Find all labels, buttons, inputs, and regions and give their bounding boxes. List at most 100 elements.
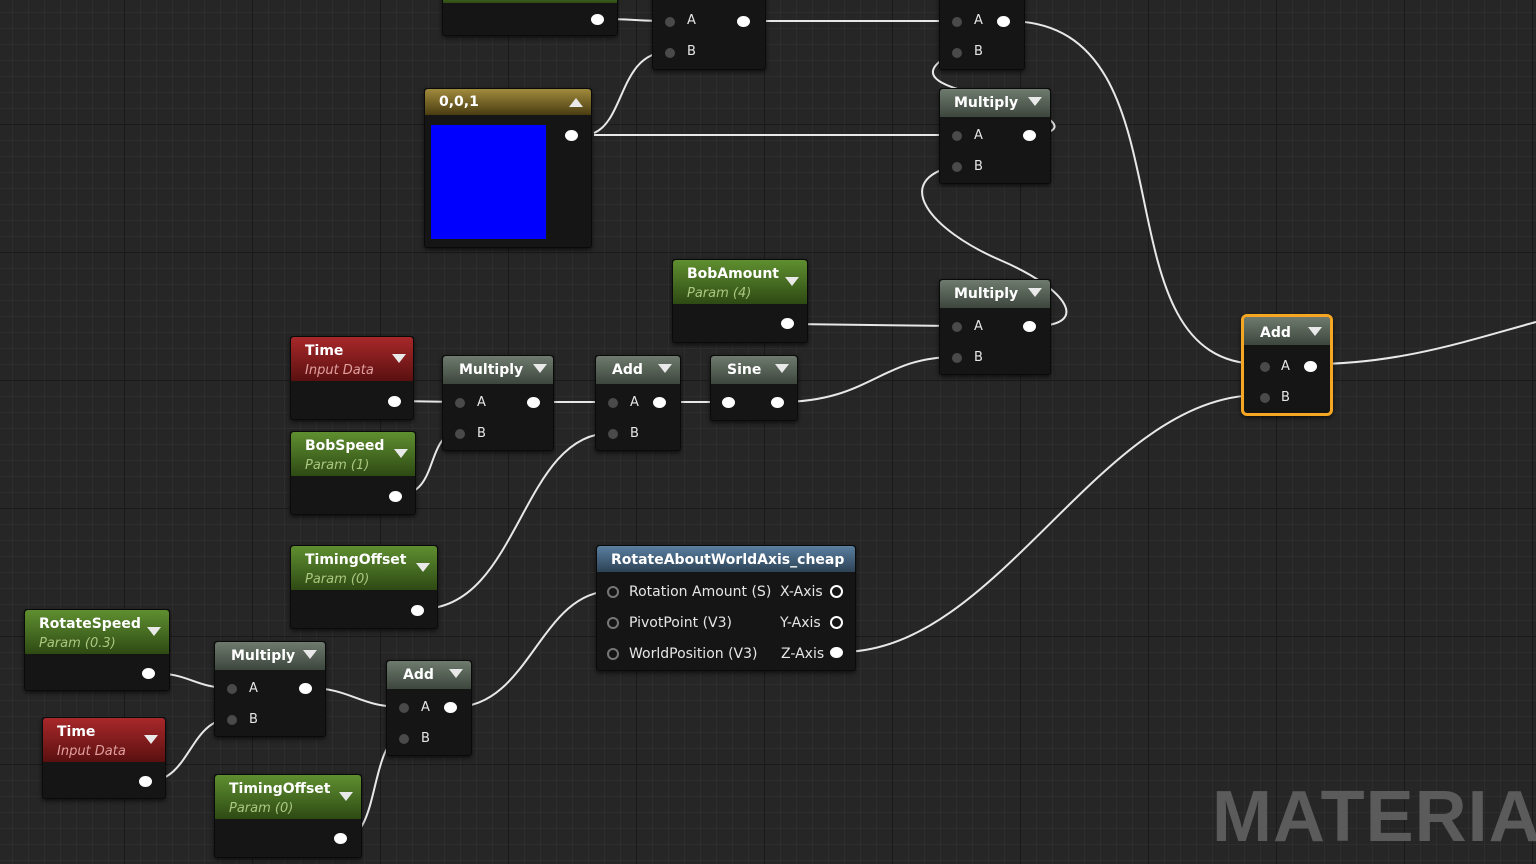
output-pin[interactable] xyxy=(389,491,402,502)
input-pin-a[interactable] xyxy=(455,398,465,408)
node-subtitle: Param (4) xyxy=(687,286,752,301)
node-subtitle: Input Data xyxy=(305,363,374,378)
node-timing-offset-lower[interactable]: TimingOffset Param (0) xyxy=(214,774,362,858)
dropdown-arrow-icon[interactable] xyxy=(775,364,789,373)
output-pin[interactable] xyxy=(388,396,401,407)
node-color-constant[interactable]: 0,0,1 xyxy=(424,88,592,248)
node-timing-offset-upper[interactable]: TimingOffset Param (0) xyxy=(290,545,438,629)
input-pin-b[interactable] xyxy=(399,734,409,744)
dropdown-arrow-icon[interactable] xyxy=(1028,288,1042,297)
dropdown-arrow-icon[interactable] xyxy=(416,563,430,572)
dropdown-arrow-icon[interactable] xyxy=(303,650,317,659)
output-pin[interactable] xyxy=(444,702,457,713)
input-pin-a[interactable] xyxy=(952,322,962,332)
input-pin-a[interactable] xyxy=(399,703,409,713)
input-pin-a[interactable] xyxy=(1260,362,1270,372)
node-add-lower[interactable]: Add A B xyxy=(386,660,472,756)
pin-label-b: B xyxy=(974,159,983,174)
output-pin[interactable] xyxy=(737,16,750,27)
node-multiply-time[interactable]: Multiply A B xyxy=(442,355,554,451)
node-subtitle: Param (0.3) xyxy=(39,636,116,651)
output-pin[interactable] xyxy=(1304,361,1317,372)
node-title: TimingOffset xyxy=(305,552,407,568)
node-header xyxy=(597,546,855,572)
node-title: Time xyxy=(57,724,96,740)
dropdown-arrow-icon[interactable] xyxy=(144,735,158,744)
pin-label-a: A xyxy=(249,681,258,696)
input-pin-a[interactable] xyxy=(952,131,962,141)
node-title: Multiply xyxy=(231,648,296,664)
output-pin[interactable] xyxy=(142,668,155,679)
node-rotate-about-world-axis[interactable]: RotateAboutWorldAxis_cheap Rotation Amou… xyxy=(596,545,856,671)
dropdown-arrow-icon[interactable] xyxy=(392,354,406,363)
input-pin-a[interactable] xyxy=(665,17,675,27)
pin-label-a: A xyxy=(1281,359,1290,374)
output-pin[interactable] xyxy=(565,130,578,141)
input-pin-a[interactable] xyxy=(608,398,618,408)
input-pin-b[interactable] xyxy=(1260,393,1270,403)
node-title: RotateSpeed xyxy=(39,616,141,632)
input-label-rotation: Rotation Amount (S) xyxy=(629,584,772,600)
output-pin-y[interactable] xyxy=(830,616,843,629)
input-pin-a[interactable] xyxy=(227,684,237,694)
wire-bob-to-multiply xyxy=(791,323,956,327)
input-pin[interactable] xyxy=(722,397,735,408)
output-pin[interactable] xyxy=(334,833,347,844)
output-pin[interactable] xyxy=(1023,321,1036,332)
node-title: Add xyxy=(403,667,434,683)
node-title: BobAmount xyxy=(687,266,779,282)
node-add-final[interactable]: Add A B xyxy=(1241,314,1333,416)
node-time-upper[interactable]: Time Input Data xyxy=(290,336,414,420)
output-pin-z[interactable] xyxy=(830,647,843,658)
dropdown-arrow-icon[interactable] xyxy=(339,792,353,801)
dropdown-arrow-icon[interactable] xyxy=(394,449,408,458)
input-pin-a[interactable] xyxy=(952,17,962,27)
node-multiply-upper[interactable]: Multiply A B xyxy=(939,88,1051,184)
output-pin[interactable] xyxy=(139,776,152,787)
node-time-lower[interactable]: Time Input Data xyxy=(42,717,166,799)
output-pin[interactable] xyxy=(653,397,666,408)
output-pin[interactable] xyxy=(591,14,604,25)
input-pin-world-position[interactable] xyxy=(607,648,619,660)
input-pin-b[interactable] xyxy=(952,162,962,172)
input-pin-b[interactable] xyxy=(952,353,962,363)
color-swatch xyxy=(431,125,546,239)
input-pin-pivot[interactable] xyxy=(607,617,619,629)
node-top-right[interactable]: A B xyxy=(939,0,1025,70)
node-multiply-lower[interactable]: Multiply A B xyxy=(214,641,326,737)
output-pin[interactable] xyxy=(527,397,540,408)
input-pin-b[interactable] xyxy=(952,48,962,58)
input-pin-b[interactable] xyxy=(665,48,675,58)
dropdown-arrow-icon[interactable] xyxy=(785,277,799,286)
output-pin[interactable] xyxy=(781,318,794,329)
node-bob-amount[interactable]: BobAmount Param (4) xyxy=(672,259,808,343)
dropdown-arrow-icon[interactable] xyxy=(147,627,161,636)
pin-label-a: A xyxy=(974,319,983,334)
dropdown-arrow-icon[interactable] xyxy=(533,364,547,373)
dropdown-arrow-icon[interactable] xyxy=(1028,97,1042,106)
node-top-left[interactable] xyxy=(442,0,618,36)
node-add-top[interactable]: A B xyxy=(652,0,766,70)
input-pin-b[interactable] xyxy=(455,429,465,439)
input-pin-rotation[interactable] xyxy=(607,586,619,598)
node-multiply-mid[interactable]: Multiply A B xyxy=(939,279,1051,375)
output-pin[interactable] xyxy=(771,397,784,408)
dropdown-arrow-icon[interactable] xyxy=(658,364,672,373)
dropdown-arrow-icon[interactable] xyxy=(1308,327,1322,336)
node-title: Multiply xyxy=(459,362,524,378)
node-rotate-speed[interactable]: RotateSpeed Param (0.3) xyxy=(24,609,170,691)
input-pin-b[interactable] xyxy=(608,429,618,439)
output-pin[interactable] xyxy=(411,605,424,616)
dropdown-arrow-icon[interactable] xyxy=(449,669,463,678)
node-sine[interactable]: Sine xyxy=(710,355,798,421)
node-add-mid[interactable]: Add A B xyxy=(595,355,681,451)
output-pin[interactable] xyxy=(1023,130,1036,141)
collapse-arrow-icon[interactable] xyxy=(569,98,583,107)
node-bob-speed[interactable]: BobSpeed Param (1) xyxy=(290,431,416,515)
output-pin[interactable] xyxy=(299,683,312,694)
pin-label-b: B xyxy=(974,350,983,365)
output-pin[interactable] xyxy=(997,16,1010,27)
node-title: Add xyxy=(612,362,643,378)
output-pin-x[interactable] xyxy=(830,585,843,598)
input-pin-b[interactable] xyxy=(227,715,237,725)
